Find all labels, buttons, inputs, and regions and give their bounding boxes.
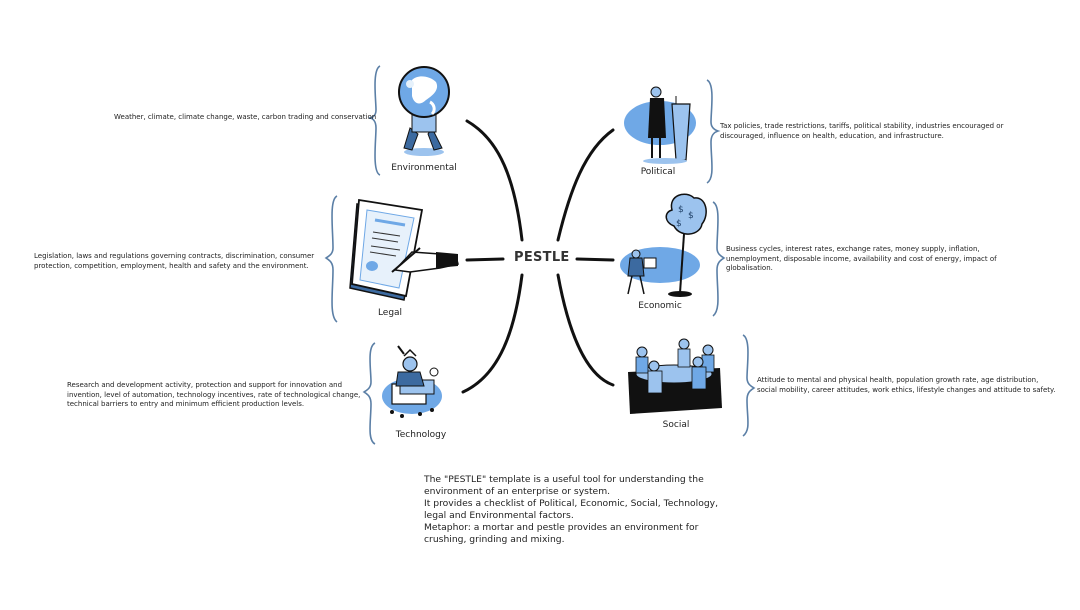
connector-lines xyxy=(461,119,615,394)
label-environmental: Environmental xyxy=(391,163,457,173)
description-technology: Research and development activity, prote… xyxy=(67,381,360,410)
footer-note: The "PESTLE" template is a useful tool f… xyxy=(424,474,724,546)
signing-document-icon xyxy=(349,198,459,301)
description-line: globalisation. xyxy=(726,264,773,272)
description-line: protection, competition, employment, hea… xyxy=(34,261,309,270)
description-political: Tax policies, trade restrictions, tariff… xyxy=(720,122,1003,141)
label-social: Social xyxy=(662,420,690,430)
description-line: Tax policies, trade restrictions, tariff… xyxy=(720,122,1004,130)
globe-atlas-icon xyxy=(398,66,450,156)
description-line: Attitude to mental and physical health, … xyxy=(757,376,1039,384)
label-technology: Technology xyxy=(395,430,447,440)
brace-economic xyxy=(712,201,726,317)
group-meeting-icon xyxy=(628,338,722,414)
footer-line: crushing, grinding and mixing. xyxy=(424,534,565,545)
engineer-tinkering-icon xyxy=(382,345,442,418)
center-title: PESTLE xyxy=(514,250,570,265)
connector-technology xyxy=(461,273,524,394)
description-line: discouraged, influence on health, educat… xyxy=(720,131,944,140)
footer-line: It provides a checklist of Political, Ec… xyxy=(424,498,719,509)
brace-environmental xyxy=(368,65,381,176)
description-economic: Business cycles, interest rates, exchang… xyxy=(726,245,997,274)
footer-line: Metaphor: a mortar and pestle provides a… xyxy=(424,522,699,533)
footer-line: The "PESTLE" template is a useful tool f… xyxy=(424,474,704,485)
description-line: Legislation, laws and regulations govern… xyxy=(34,252,315,260)
braces xyxy=(324,65,756,445)
description-line: social mobility, career attitudes, work … xyxy=(757,385,1056,394)
description-line: unemployment, disposable income, availab… xyxy=(726,254,997,263)
brace-political xyxy=(706,79,721,184)
svg-text:$: $ xyxy=(678,205,684,215)
brace-social xyxy=(742,334,756,437)
description-line: Business cycles, interest rates, exchang… xyxy=(726,245,980,253)
description-legal: Legislation, laws and regulations govern… xyxy=(34,252,314,271)
description-social: Attitude to mental and physical health, … xyxy=(757,376,1055,395)
svg-text:$: $ xyxy=(688,211,694,221)
description-environmental: Weather, climate, climate change, waste,… xyxy=(114,113,377,121)
description-line: Research and development activity, prote… xyxy=(67,381,343,389)
connector-political xyxy=(556,128,615,242)
speaker-podium-icon xyxy=(624,86,696,164)
brace-technology xyxy=(362,342,376,445)
money-tree-icon: $ $ $ xyxy=(620,193,707,297)
description-line: technical barriers to entry and minimum … xyxy=(67,400,305,408)
connector-social xyxy=(556,273,615,387)
footer-line: environment of an enterprise or system. xyxy=(424,486,611,497)
description-line: invention, level of automation, technolo… xyxy=(67,390,361,399)
brace-legal xyxy=(324,195,338,323)
label-political: Political xyxy=(640,167,676,177)
footer-line: legal and Environmental factors. xyxy=(424,510,574,521)
connector-environmental xyxy=(465,119,524,242)
label-economic: Economic xyxy=(638,301,682,311)
connector-legal xyxy=(465,257,505,262)
label-legal: Legal xyxy=(377,308,403,318)
connector-economic xyxy=(575,257,615,262)
svg-text:$: $ xyxy=(676,219,682,229)
